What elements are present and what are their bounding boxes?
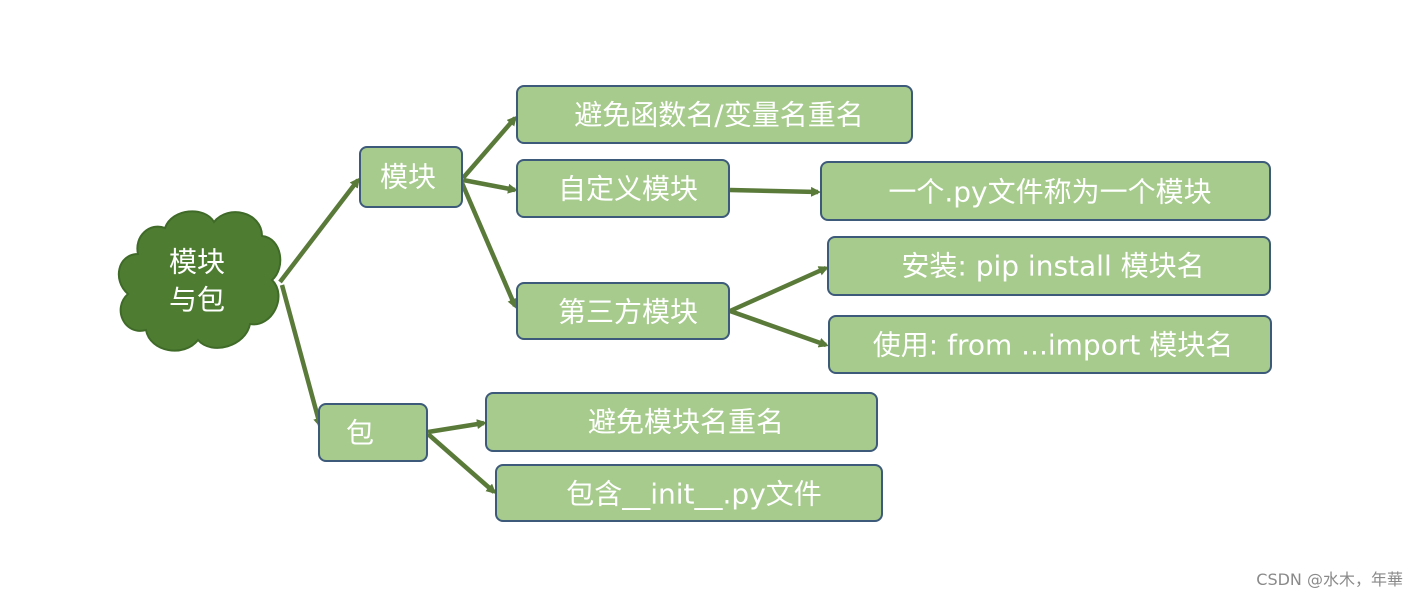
edge-module-avoid-name (461, 115, 517, 180)
node-py-file-module-label: 一个.py文件称为一个模块 (888, 176, 1211, 209)
node-module-label: 模块 (380, 161, 436, 194)
node-avoid-name-conflict: 避免函数名/变量名重名 (516, 85, 913, 144)
edge-package-avoid-module (427, 419, 487, 435)
edge-module-custom (462, 177, 518, 194)
node-avoid-module-conflict: 避免模块名重名 (485, 392, 878, 452)
edge-package-contains-init (426, 432, 497, 494)
node-use: 使用: from ...import 模块名 (828, 315, 1272, 374)
node-custom-module-label: 自定义模块 (558, 173, 698, 206)
node-avoid-module-conflict-label: 避免模块名重名 (588, 406, 784, 439)
node-py-file-module: 一个.py文件称为一个模块 (820, 161, 1271, 221)
edge-thirdparty-install (729, 265, 829, 314)
root-label-line2: 与包 (169, 284, 225, 317)
root-cloud: 模块 与包 (118, 210, 282, 352)
node-avoid-name-conflict-label: 避免函数名/变量名重名 (574, 99, 863, 132)
node-third-party-module-label: 第三方模块 (558, 296, 698, 329)
edge-root-package (279, 284, 323, 428)
node-install-label: 安装: pip install 模块名 (901, 250, 1204, 283)
node-use-label: 使用: from ...import 模块名 (873, 329, 1233, 362)
node-contains-init-label: 包含__init__.py文件 (566, 478, 822, 511)
node-third-party-module: 第三方模块 (516, 282, 730, 340)
edges (278, 115, 829, 494)
node-custom-module: 自定义模块 (516, 159, 730, 218)
node-contains-init: 包含__init__.py文件 (495, 464, 883, 522)
edge-root-module (278, 177, 360, 284)
edge-module-thirdparty (459, 182, 518, 309)
edge-thirdparty-use (729, 308, 829, 348)
node-package-label: 包 (346, 417, 374, 450)
root-label-line1: 模块 (169, 246, 225, 279)
edge-custom-pyfile (729, 186, 821, 197)
node-module: 模块 (359, 146, 463, 208)
node-package: 包 (318, 403, 428, 462)
watermark: CSDN @水木，年華 (1256, 570, 1403, 589)
node-install: 安装: pip install 模块名 (827, 236, 1271, 296)
